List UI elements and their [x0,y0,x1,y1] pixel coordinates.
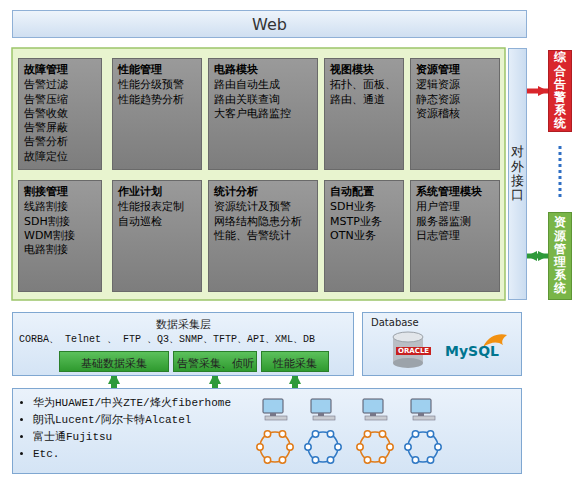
external-system: 资源管理系统 [548,212,572,300]
node-heading: 华为HUAWEI/中兴ZTE/烽火fiberhome [33,395,515,412]
module-box: 系统管理模块用户管理服务器监测日志管理 [410,180,500,292]
logo-text: MySQL [445,343,499,359]
node-text: 静态资源 [416,93,494,107]
node-heading: 性能采集 [262,356,328,371]
module-panel [12,48,505,300]
node-text: 资源稽核 [416,107,494,121]
node-text: 告警分析 [24,135,96,149]
node-text: 告警屏蔽 [24,121,96,135]
node-text: Etc. [33,446,515,463]
collection-button: 性能采集 [261,351,329,372]
computer-icon [263,399,287,420]
dotted-separator [559,146,562,200]
node-text: SDH割接 [24,215,96,229]
module-box: 自动配置SDH业务MSTP业务OTN业务 [324,180,404,292]
network-ring [257,431,293,463]
network-ring [305,431,341,463]
connector-arrow [527,254,548,259]
node-text: WDM割接 [24,229,96,243]
title-bar: Web [12,10,527,38]
node-text: 性能分级预警 [118,78,196,92]
node-heading: 故障管理 [24,63,96,77]
node-text: 网络结构隐患分析 [214,215,312,229]
node-heading: 自动配置 [330,185,398,199]
node-text: 告警收敛 [24,107,96,121]
computer-icon [363,399,387,420]
node-heading: Web [252,15,287,34]
node-heading: 基础数据采集 [60,356,168,371]
collection-button: 基础数据采集 [59,351,169,372]
node-heading: 数据采集层 [13,317,353,332]
node-heading: 割接管理 [24,185,96,199]
computer-icon [411,399,435,420]
node-text: CORBA、 Telnet 、 FTP 、Q3、SNMP、TFTP、API、XM… [19,332,349,346]
node-heading: 视图模块 [330,63,398,77]
database-box: DatabaseORACLE MySQL [362,312,522,376]
module-box: 资源管理逻辑资源静态资源资源稽核 [410,58,500,170]
node-heading: 性能管理 [118,63,196,77]
node-text: 故障定位 [24,150,96,164]
cylinder-top [393,332,423,342]
connector-arrow [527,89,548,94]
node-text: 路由关联查询 [214,93,312,107]
logo-text: ORACLE [396,347,431,355]
node-text: 线路割接 [24,200,96,214]
node-heading: 资源管理系统 [554,216,566,295]
node-heading: 对外接口 [511,145,524,202]
external-system: 综合告警系统 [548,50,572,132]
node-text: 性能报表定制 [118,200,196,214]
module-box: 性能管理性能分级预警性能趋势分析 [112,58,202,170]
node-text: MSTP业务 [330,215,398,229]
collection-layer: 数据采集层CORBA、 Telnet 、 FTP 、Q3、SNMP、TFTP、A… [12,312,354,376]
node-heading: 综合告警系统 [554,51,566,130]
node-text: 资源统计及预警 [214,200,312,214]
node-text: SDH业务 [330,200,398,214]
node-text: 服务器监测 [416,215,494,229]
vendor-box: 华为HUAWEI/中兴ZTE/烽火fiberhome朗讯Lucent/阿尔卡特A… [12,388,522,474]
node-text: 大客户电路监控 [214,107,312,121]
node-text: 用户管理 [416,200,494,214]
node-heading: 统计分析 [214,185,312,199]
module-box: 割接管理线路割接SDH割接WDM割接电路割接 [18,180,102,292]
module-box: 统计分析资源统计及预警网络结构隐患分析性能、告警统计 [208,180,318,292]
node-text: 自动巡检 [118,215,196,229]
computer-icon [311,399,335,420]
module-box: 故障管理告警过滤告警压缩告警收敛告警屏蔽告警分析故障定位 [18,58,102,170]
network-ring [405,431,441,463]
node-text: 富士通Fujitsu [33,429,515,446]
network-ring [357,431,393,463]
node-text: OTN业务 [330,229,398,243]
node-text: 性能趋势分析 [118,93,196,107]
node-heading: 系统管理模块 [416,185,494,199]
network-illustration [249,395,449,471]
node-text: 电路割接 [24,243,96,257]
node-text: 逻辑资源 [416,78,494,92]
node-text: 告警压缩 [24,93,96,107]
node-text: 朗讯Lucent/阿尔卡特Alcatel [33,412,515,429]
node-text: 日志管理 [416,229,494,243]
node-heading: 告警采集、侦听 [174,356,256,371]
node-text: 拓扑、面板、 [330,78,398,92]
node-text: 性能、告警统计 [214,229,312,243]
node-heading: 资源管理 [416,63,494,77]
module-box: 视图模块拓扑、面板、路由、通道 [324,58,404,170]
module-box: 电路模块路由自动生成路由关联查询大客户电路监控 [208,58,318,170]
node-heading: 电路模块 [214,63,312,77]
cylinder-bottom [393,358,423,368]
node-text: 路由自动生成 [214,78,312,92]
node-heading: 作业计划 [118,185,196,199]
collection-button: 告警采集、侦听 [173,351,257,372]
interface-bar: 对外接口 [508,48,527,300]
module-box: 作业计划性能报表定制自动巡检 [112,180,202,292]
node-text: 路由、通道 [330,93,398,107]
node-text: 告警过滤 [24,78,96,92]
node-heading: Database [371,317,419,328]
